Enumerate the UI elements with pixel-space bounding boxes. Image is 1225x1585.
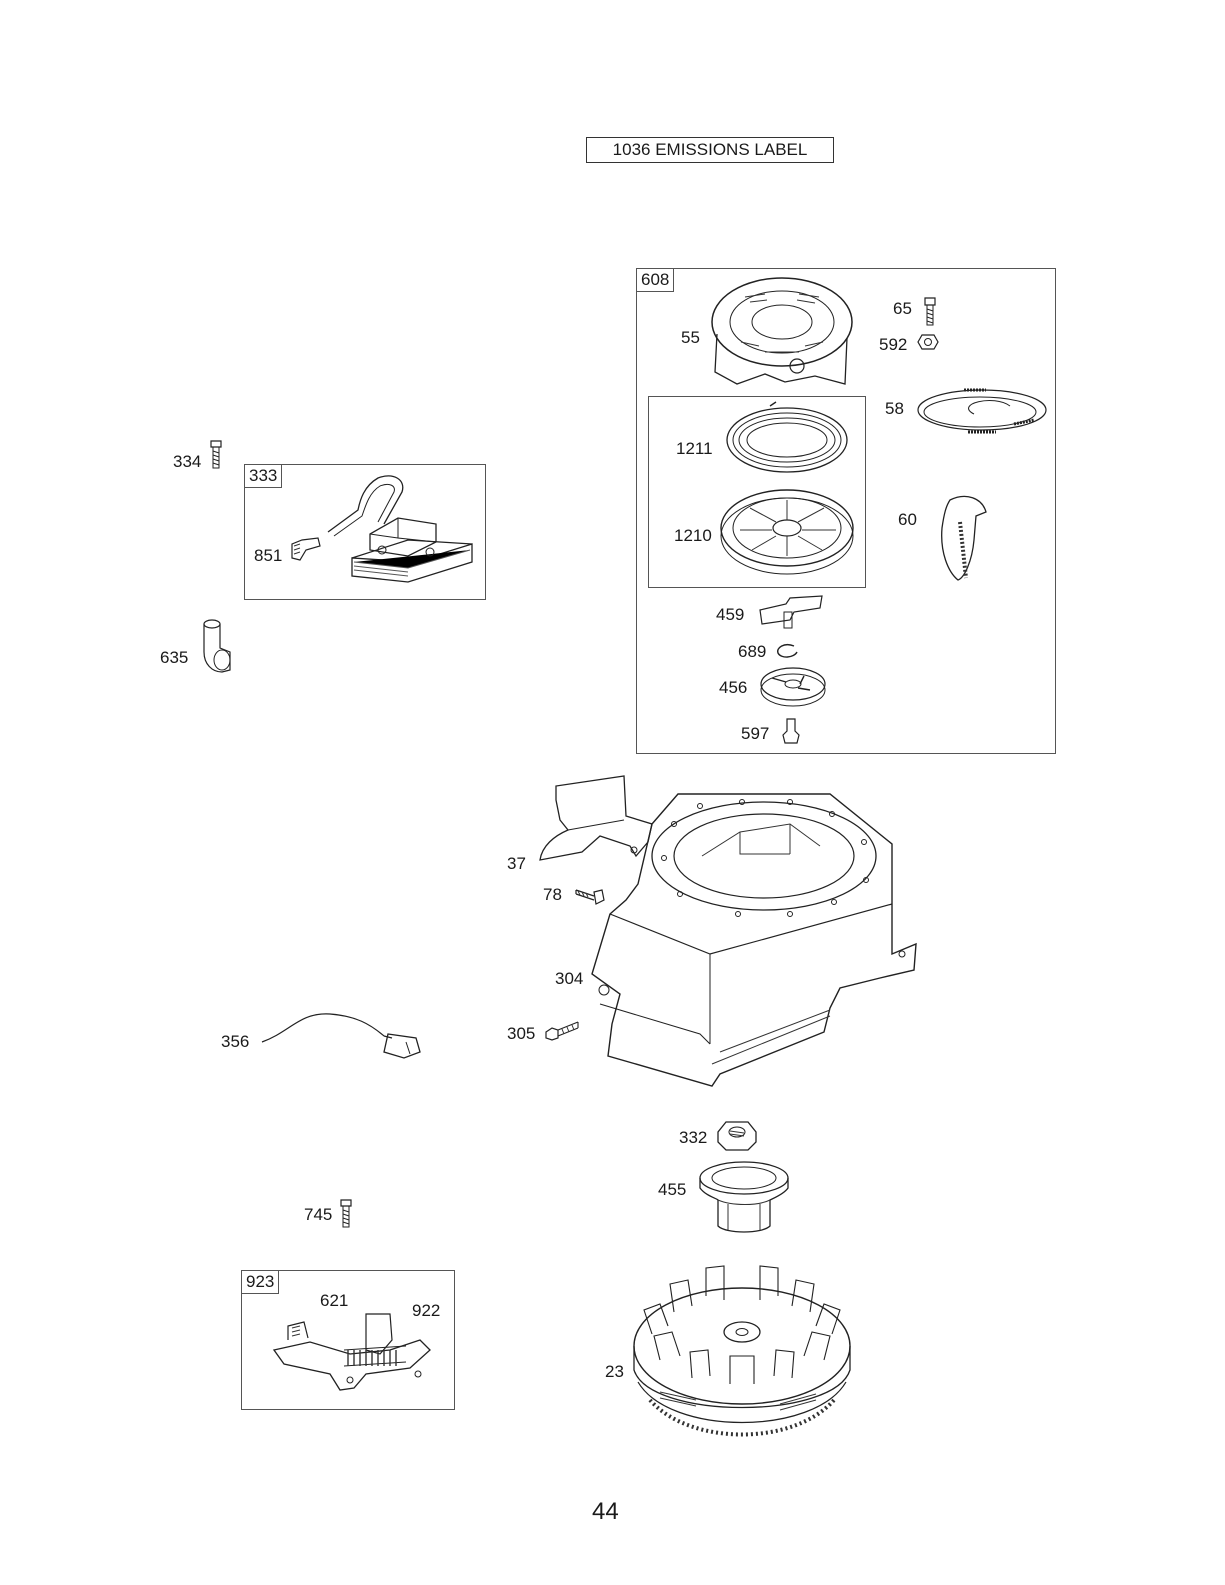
callout-332: 332 <box>679 1129 707 1147</box>
callout-922: 922 <box>412 1302 440 1320</box>
group-333-tag: 333 <box>245 465 282 488</box>
rewind-spring-drawing <box>722 400 852 480</box>
governor-control-drawing <box>270 1310 440 1394</box>
callout-635: 635 <box>160 649 188 667</box>
starter-rope-drawing <box>914 384 1050 444</box>
pawl-459-drawing <box>756 592 826 632</box>
screw-597-drawing <box>780 717 802 747</box>
callout-55: 55 <box>681 329 700 347</box>
callout-58: 58 <box>885 400 904 418</box>
callout-455: 455 <box>658 1181 686 1199</box>
group-608-tag: 608 <box>637 269 674 292</box>
emissions-label: 1036 EMISSIONS LABEL <box>586 137 834 163</box>
ignition-armature-drawing <box>318 470 482 590</box>
starter-housing-drawing <box>705 272 865 392</box>
callout-1210: 1210 <box>674 527 712 545</box>
flywheel-nut-332-drawing <box>716 1118 758 1154</box>
callout-78: 78 <box>543 886 562 904</box>
callout-459: 459 <box>716 606 744 624</box>
callout-356: 356 <box>221 1033 249 1051</box>
callout-334: 334 <box>173 453 201 471</box>
ring-689-drawing <box>774 642 800 660</box>
callout-851: 851 <box>254 547 282 565</box>
callout-304: 304 <box>555 970 583 988</box>
nut-592-drawing <box>917 333 939 351</box>
page-number: 44 <box>592 1498 619 1526</box>
callout-37: 37 <box>507 855 526 873</box>
callout-689: 689 <box>738 643 766 661</box>
screw-305-drawing <box>544 1016 580 1042</box>
screw-745-drawing <box>339 1199 353 1229</box>
callout-305: 305 <box>507 1025 535 1043</box>
screw-334-drawing <box>209 440 223 470</box>
starter-clutch-455-drawing <box>696 1160 792 1238</box>
boot-635-drawing <box>198 618 234 676</box>
blower-housing-drawing <box>590 784 916 1086</box>
spark-plug-cap-851-drawing <box>288 534 322 562</box>
callout-597: 597 <box>741 725 769 743</box>
group-923-tag: 923 <box>242 1271 279 1294</box>
ground-wire-356-drawing <box>260 1008 424 1066</box>
callout-23: 23 <box>605 1363 624 1381</box>
pulley-drawing <box>718 484 856 580</box>
callout-621: 621 <box>320 1292 348 1310</box>
screw-65-drawing <box>922 297 938 327</box>
callout-456: 456 <box>719 679 747 697</box>
callout-1211: 1211 <box>676 440 713 458</box>
callout-65: 65 <box>893 300 912 318</box>
callout-745: 745 <box>304 1206 332 1224</box>
callout-60: 60 <box>898 511 917 529</box>
flywheel-23-drawing <box>630 1260 854 1448</box>
retainer-456-drawing <box>758 664 828 708</box>
callout-592: 592 <box>879 336 907 354</box>
starter-handle-drawing <box>936 492 994 584</box>
